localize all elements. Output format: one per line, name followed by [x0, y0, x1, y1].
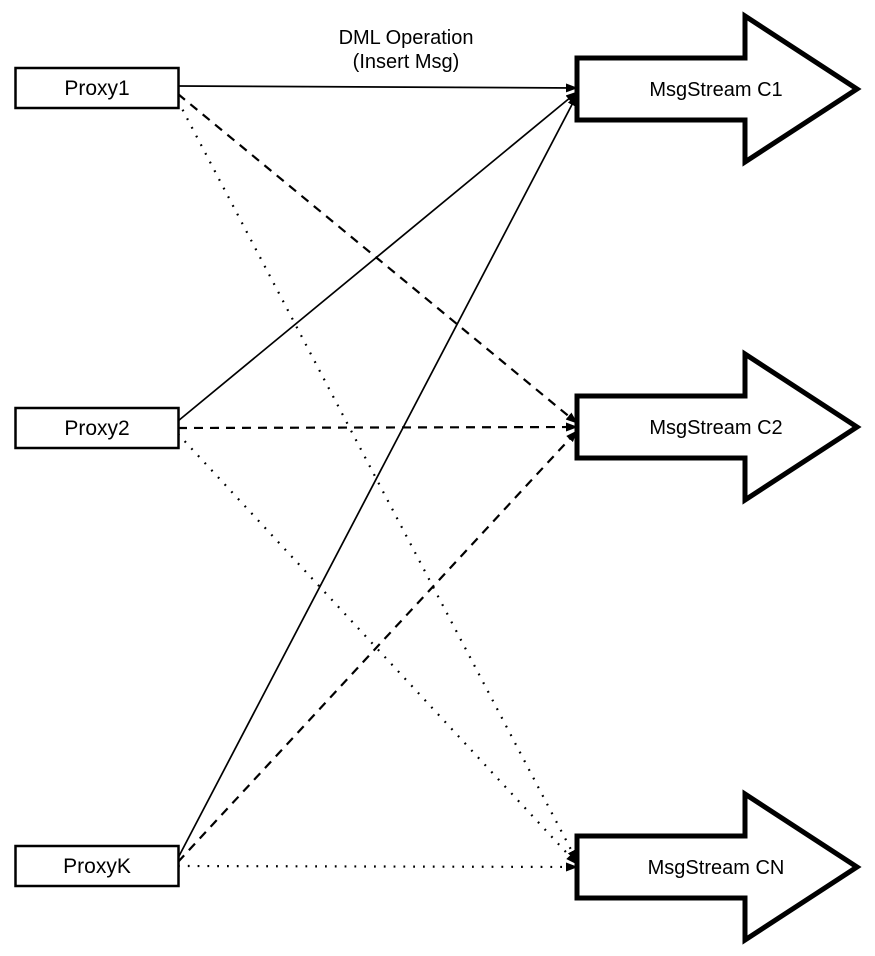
proxy2-label: Proxy2	[64, 417, 129, 440]
edge-proxyk-cn	[177, 862, 578, 872]
proxyk-box	[14, 844, 180, 888]
proxy1-label: Proxy1	[64, 77, 129, 100]
msgstream-cn-label: MsgStream CN	[648, 857, 785, 879]
stream-node-c2: MsgStream C2	[574, 349, 862, 505]
edge-group	[177, 83, 578, 872]
proxyk-label: ProxyK	[63, 855, 131, 878]
edge-proxy1-c2	[177, 93, 578, 424]
edge-proxy1-c1	[177, 83, 578, 93]
edge-proxyk-c2	[177, 430, 578, 863]
edge-proxy1-cn	[177, 100, 578, 862]
stream-node-cn: MsgStream CN	[574, 789, 862, 945]
edge-proxyk-c1	[177, 94, 578, 859]
msgstream-c1-arrow-shape	[574, 11, 862, 167]
edge-proxy2-c2	[177, 422, 578, 432]
proxy-node-2: Proxy2	[14, 406, 180, 450]
msgstream-c2-label: MsgStream C2	[649, 417, 782, 439]
proxy-node-k: ProxyK	[14, 844, 180, 888]
edge-proxy2-c1	[177, 91, 578, 422]
proxy2-box	[14, 406, 180, 450]
dml-annotation-line1: DML Operation	[339, 27, 474, 49]
msgstream-cn-arrow-shape	[574, 789, 862, 945]
proxy1-box	[14, 66, 180, 110]
dml-annotation: DML Operation (Insert Msg)	[339, 27, 474, 73]
stream-node-c1: MsgStream C1	[574, 11, 862, 167]
dml-annotation-line2: (Insert Msg)	[353, 51, 460, 73]
msgstream-c2-arrow-shape	[574, 349, 862, 505]
proxy-node-1: Proxy1	[14, 66, 180, 110]
edge-proxy2-cn	[177, 433, 578, 865]
msgstream-c1-label: MsgStream C1	[649, 79, 782, 101]
